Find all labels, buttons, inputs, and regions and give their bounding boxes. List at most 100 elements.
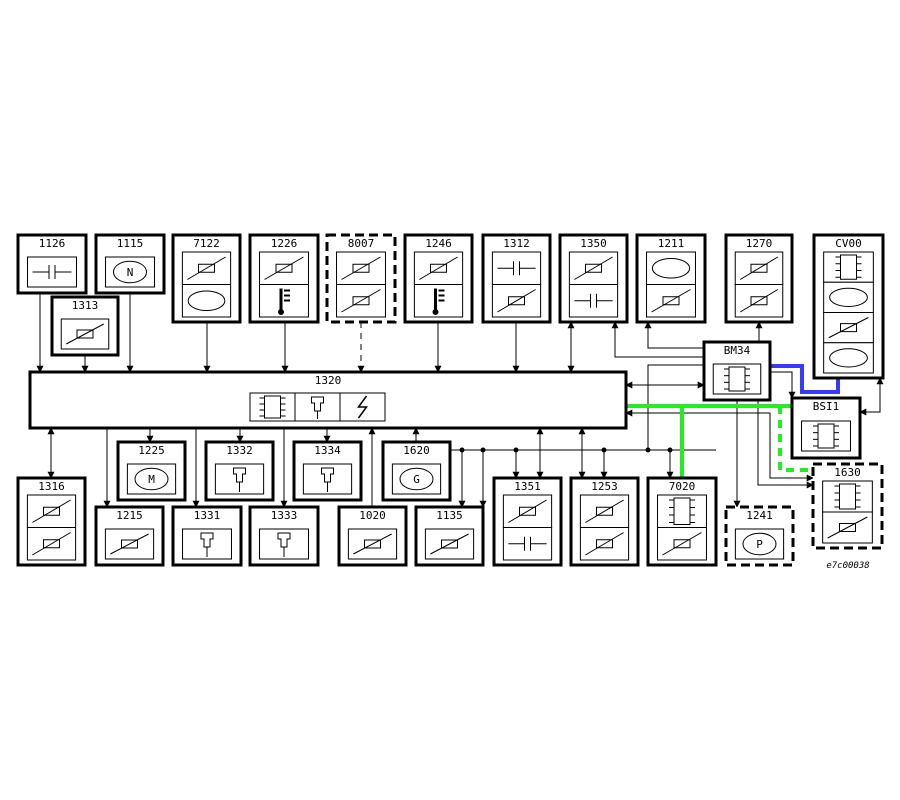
throttle-body-icon <box>26 527 77 561</box>
capacitor-icon <box>502 527 553 561</box>
throttle-sensor-icon <box>413 251 464 285</box>
throttle-valve-icon <box>734 284 784 318</box>
fuse-box-icon <box>801 420 851 452</box>
switch-icon <box>27 256 77 288</box>
component-label: 1351 <box>514 480 541 493</box>
wire <box>859 377 884 416</box>
air-conditioning-icon <box>336 284 386 318</box>
main-ecu-1320[interactable]: 1320 <box>28 370 628 430</box>
heater-resistor-icon <box>502 494 553 528</box>
injector-icon <box>302 463 353 495</box>
component-label: 1020 <box>359 509 386 522</box>
component-label: 8007 <box>348 237 375 250</box>
component-label: 1350 <box>580 237 607 250</box>
switch-icon <box>491 251 542 285</box>
injector-icon <box>259 528 309 560</box>
component-1316[interactable]: 1316 <box>16 476 87 567</box>
engine-speed-sensor-icon <box>60 318 110 350</box>
wire <box>625 409 814 482</box>
generator-icon: G <box>391 463 442 495</box>
component-label: 1211 <box>658 237 685 250</box>
component-label: CV00 <box>835 237 862 250</box>
potentiometer-icon <box>26 494 77 528</box>
injector-icon <box>182 528 232 560</box>
svg-text:P: P <box>756 538 763 551</box>
svg-text:M: M <box>148 473 155 486</box>
svg-text:G: G <box>413 473 420 486</box>
display-icon <box>823 281 874 313</box>
component-1270[interactable]: 1270 <box>724 233 794 324</box>
component-1313[interactable]: 1313 <box>50 295 120 357</box>
component-1630[interactable]: 1630 <box>811 462 884 550</box>
pressure-switch-icon <box>336 251 386 285</box>
ecu-chip-icon <box>822 480 873 513</box>
junction-dot <box>645 447 651 453</box>
diagram-reference: e7c00038 <box>826 561 869 571</box>
component-1020[interactable]: 1020 <box>337 505 408 567</box>
junction-dot <box>459 447 465 453</box>
component-bm34[interactable]: BM34 <box>702 340 772 402</box>
component-1334[interactable]: 1334 <box>292 440 363 502</box>
component-label: 1215 <box>116 509 143 522</box>
ignition-coil-icon <box>424 528 475 560</box>
motor-icon: M <box>126 463 177 495</box>
component-7122[interactable]: 7122 <box>171 233 242 324</box>
capacitor-icon <box>568 284 619 318</box>
variable-resistor-icon <box>491 284 542 318</box>
component-cv00[interactable]: CV00 <box>812 233 885 380</box>
solenoid-valve-icon <box>579 494 630 528</box>
component-1350[interactable]: 1350 <box>558 233 629 324</box>
component-label: 1333 <box>271 509 298 522</box>
component-label: 1270 <box>746 237 773 250</box>
ecu-chip-icon <box>823 251 874 283</box>
component-1135[interactable]: 1135 <box>414 505 485 567</box>
svg-text:N: N <box>127 266 134 279</box>
component-label: 7122 <box>193 237 220 250</box>
component-label: 1225 <box>138 444 165 457</box>
component-1333[interactable]: 1333 <box>248 505 320 567</box>
ignition-spark-icon <box>339 392 386 422</box>
component-label: 1241 <box>746 509 773 522</box>
component-label: 1313 <box>72 299 99 312</box>
injector-icon <box>214 463 265 495</box>
component-1215[interactable]: 1215 <box>94 505 165 567</box>
junction-dot <box>667 447 673 453</box>
throttle-sensor-icon <box>259 251 309 285</box>
component-7020[interactable]: 7020 <box>646 476 718 567</box>
component-1211[interactable]: 1211 <box>635 233 707 324</box>
steering-wheel-icon <box>823 342 874 374</box>
component-1126[interactable]: 1126 <box>16 233 88 295</box>
component-label: 1312 <box>503 237 530 250</box>
junction-dot <box>601 447 607 453</box>
wire <box>611 321 704 358</box>
solenoid-valve-icon <box>104 528 155 560</box>
component-1312[interactable]: 1312 <box>481 233 552 324</box>
component-1226[interactable]: 1226 <box>248 233 320 324</box>
steering-angle-icon <box>823 312 874 344</box>
component-1351[interactable]: 1351 <box>492 476 563 567</box>
component-label: 1332 <box>226 444 253 457</box>
component-8007[interactable]: 8007 <box>325 233 397 324</box>
steering-angle-icon <box>181 251 232 285</box>
can-bus-blue <box>770 364 840 394</box>
abs-icon <box>657 527 707 561</box>
component-1246[interactable]: 1246 <box>403 233 474 324</box>
auto-gearbox-icon <box>822 511 873 544</box>
component-label: 1334 <box>314 444 341 457</box>
ecu-chip-icon <box>657 494 707 528</box>
resistor-icon <box>734 251 784 285</box>
neutral-switch-icon: N <box>105 256 155 288</box>
component-bsi1[interactable]: BSI1 <box>790 396 862 460</box>
component-label: 1620 <box>403 444 430 457</box>
component-1332[interactable]: 1332 <box>204 440 275 502</box>
injector-icon <box>294 392 341 422</box>
component-1253[interactable]: 1253 <box>569 476 640 567</box>
component-1331[interactable]: 1331 <box>171 505 243 567</box>
coolant-temp-icon <box>259 284 309 318</box>
